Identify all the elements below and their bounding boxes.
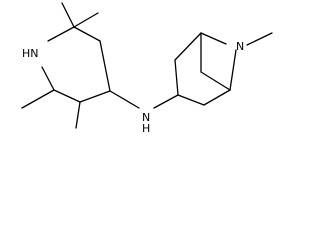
bond [47, 26, 75, 42]
methyl-bond [21, 89, 55, 109]
bond [200, 32, 227, 45]
bond [177, 94, 205, 106]
bond [153, 94, 179, 109]
bond [53, 89, 81, 103]
piperidine-ring [41, 26, 111, 103]
bond [41, 66, 55, 91]
bond [229, 49, 237, 91]
amine-linker [109, 90, 179, 109]
methyl-bond [61, 2, 75, 28]
n-methyl-bond [246, 32, 273, 46]
azabicyclo-ring [174, 32, 273, 106]
piperidine-nh-label: HN [22, 47, 39, 60]
bond [174, 59, 179, 96]
amine-n-label: N [142, 111, 150, 124]
bicyclic-n-label: N [236, 40, 244, 53]
molecule-canvas: HN N H N [21, 2, 273, 134]
amine-h-label: H [142, 122, 150, 134]
bond [73, 26, 101, 42]
methyl-groups [21, 2, 99, 129]
bond [200, 71, 231, 91]
bond [109, 90, 140, 109]
bond [203, 89, 231, 106]
molecule-structure: HN N H N [21, 2, 273, 134]
methyl-bond [73, 12, 99, 28]
bond [99, 40, 111, 92]
bond [79, 90, 111, 103]
methyl-bond [75, 101, 81, 129]
bond [174, 32, 202, 61]
